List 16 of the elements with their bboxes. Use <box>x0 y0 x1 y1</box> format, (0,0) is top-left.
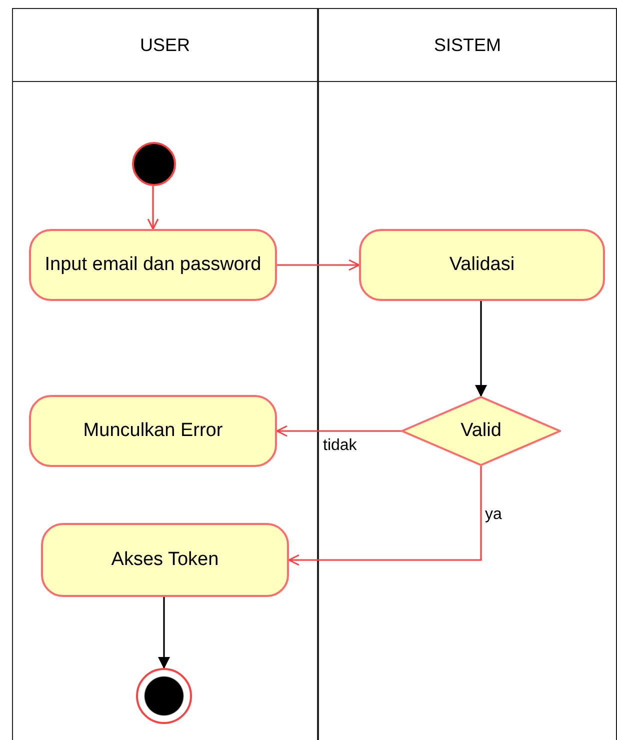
lane-title: USER <box>13 9 317 82</box>
action-box: Validasi <box>359 229 605 301</box>
action-box: Akses Token <box>41 523 289 597</box>
arrow <box>475 301 487 397</box>
decision-diamond: Valid <box>401 396 561 466</box>
initial-node <box>132 142 176 186</box>
arrow <box>158 597 170 669</box>
arrow <box>288 466 482 566</box>
arrow <box>276 425 401 437</box>
arrow <box>277 259 360 271</box>
action-box: Munculkan Error <box>29 395 277 467</box>
action-box: Input email dan password <box>29 229 277 301</box>
lane-title: SISTEM <box>319 9 616 82</box>
arrow <box>147 186 159 230</box>
swimlane <box>12 8 318 740</box>
swimlane <box>318 8 617 740</box>
